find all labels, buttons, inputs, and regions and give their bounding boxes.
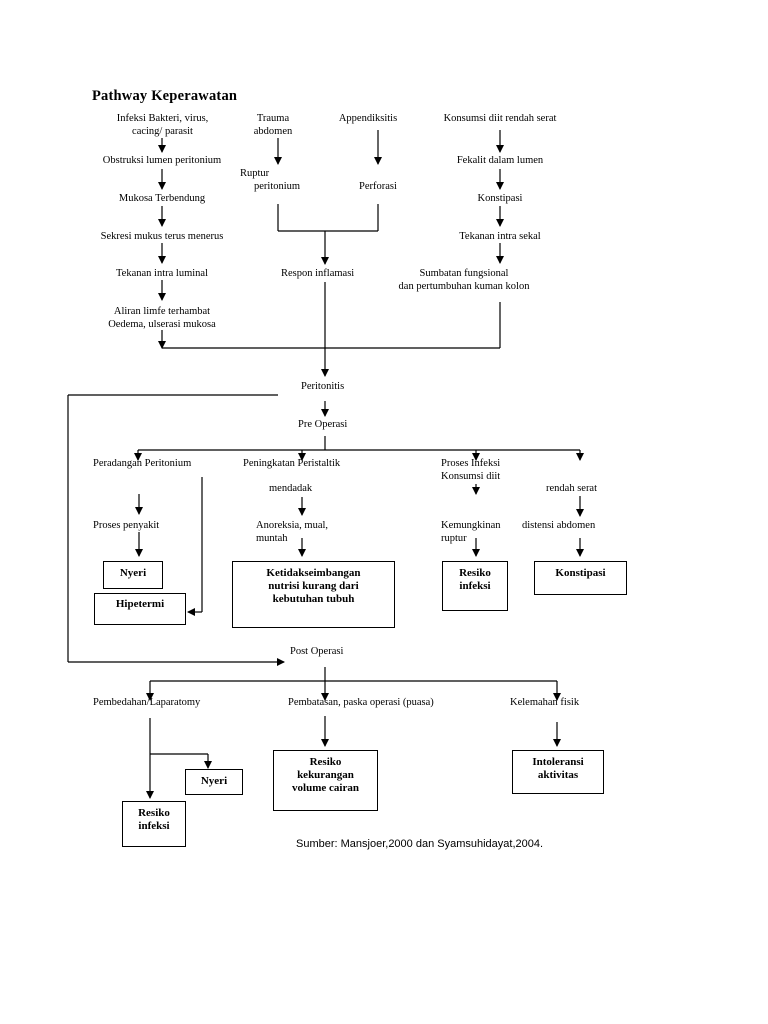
box-line: infeksi: [459, 580, 491, 592]
diagnosis-box-pain: Nyeri: [103, 561, 163, 589]
node-anorexia: Anoreksia, mual, muntah: [256, 519, 328, 545]
node-weakness: Kelemahan fisik: [510, 697, 580, 708]
node-luminal-pressure: Tekanan intra luminal: [116, 268, 208, 279]
node-peristalsis: Peningkatan Peristaltik: [243, 458, 341, 469]
node-fecalith: Fekalit dalam lumen: [456, 155, 544, 166]
diagnosis-box-hyperthermia: Hipetermi: [94, 593, 186, 625]
box-line: Resiko: [309, 756, 342, 768]
node-line: ruptur: [441, 533, 467, 544]
box-line: Ketidakseimbangan: [266, 567, 361, 579]
node-line: cacing/ parasit: [132, 126, 193, 137]
node-line: peritonium: [254, 181, 301, 192]
node-secretion: Sekresi mukus terus menerus: [100, 231, 224, 242]
box-line: volume cairan: [292, 782, 359, 794]
diagnosis-box-infection-risk: Resiko infeksi: [442, 561, 508, 611]
node-blockage: Sumbatan fungsional dan pertumbuhan kuma…: [364, 267, 564, 293]
box-line: Resiko: [459, 567, 491, 579]
node-line: Proses Infeksi: [441, 458, 501, 469]
node-diet: Konsumsi diit rendah serat: [443, 113, 557, 124]
node-line: abdomen: [253, 126, 293, 137]
box-line: kebutuhan tubuh: [272, 593, 355, 605]
node-pre-op: Pre Operasi: [298, 419, 348, 430]
node-rupture: Ruptur peritonium: [240, 167, 300, 193]
node-laparatomy: Pembedahan/Laparatomy: [93, 697, 201, 708]
node-sudden: mendadak: [269, 483, 313, 494]
node-perforation: Perforasi: [359, 181, 397, 192]
node-appendicitis: Appendiksitis: [338, 113, 398, 124]
node-line: Infeksi Bakteri, virus,: [116, 113, 209, 124]
node-line: Ruptur: [240, 168, 270, 179]
node-line: Trauma: [256, 113, 290, 124]
page-title: Pathway Keperawatan: [92, 88, 238, 104]
node-mucosa: Mukosa Terbendung: [118, 193, 206, 204]
node-inflammation: Respon inflamasi: [281, 268, 355, 279]
node-line: Anoreksia, mual,: [256, 520, 329, 531]
node-low-fiber: rendah serat: [546, 483, 598, 494]
node-peritonitis: Peritonitis: [301, 381, 345, 392]
box-line: kekurangan: [297, 769, 354, 781]
node-disease-process: Proses penyakit: [93, 520, 160, 531]
node-obstruction: Obstruksi lumen peritonium: [102, 155, 222, 166]
source-citation: Sumber: Mansjoer,2000 dan Syamsuhidayat,…: [296, 838, 544, 850]
node-peritoneum-inflammation: Peradangan Peritonium: [93, 458, 192, 469]
diagnosis-box-post-pain: Nyeri: [185, 769, 243, 795]
node-infection-cause: Infeksi Bakteri, virus, cacing/ parasit: [100, 112, 225, 138]
node-line: Konsumsi diit: [441, 471, 501, 482]
diagnosis-box-post-infection-risk: Resiko infeksi: [122, 801, 186, 847]
node-line: Sumbatan fungsional: [419, 268, 509, 279]
node-trauma: Trauma abdomen: [243, 112, 303, 138]
node-line: Aliran limfe terhambat: [113, 306, 211, 317]
box-line: nutrisi kurang dari: [268, 580, 359, 592]
box-line: aktivitas: [537, 769, 579, 781]
diagnosis-box-fluid-deficit: Resiko kekurangan volume cairan: [273, 750, 378, 811]
node-cecal-pressure: Tekanan intra sekal: [459, 231, 541, 242]
node-line: Kemungkinan: [441, 520, 501, 531]
box-line: infeksi: [138, 820, 170, 832]
node-line: Oedema, ulserasi mukosa: [108, 319, 216, 330]
diagnosis-box-nutrition: Ketidakseimbangan nutrisi kurang dari ke…: [232, 561, 395, 628]
diagnosis-box-constipation: Konstipasi: [534, 561, 627, 595]
node-post-op: Post Operasi: [290, 646, 344, 657]
node-lymph-edema: Aliran limfe terhambat Oedema, ulserasi …: [92, 305, 232, 331]
diagnosis-box-activity-intolerance: Intoleransi aktivitas: [512, 750, 604, 794]
node-line: muntah: [256, 533, 288, 544]
node-possible-rupture: Kemungkinan ruptur: [441, 519, 501, 545]
node-infection-process: Proses Infeksi Konsumsi diit: [441, 457, 500, 483]
node-line: dan pertumbuhan kuman kolon: [398, 281, 530, 292]
box-line: Intoleransi: [532, 756, 584, 768]
box-line: Resiko: [138, 807, 170, 819]
node-abdominal-distension: distensi abdomen: [522, 520, 596, 531]
node-constipation-cause: Konstipasi: [477, 193, 523, 204]
node-fasting: Pembatasan, paska operasi (puasa): [288, 697, 434, 708]
